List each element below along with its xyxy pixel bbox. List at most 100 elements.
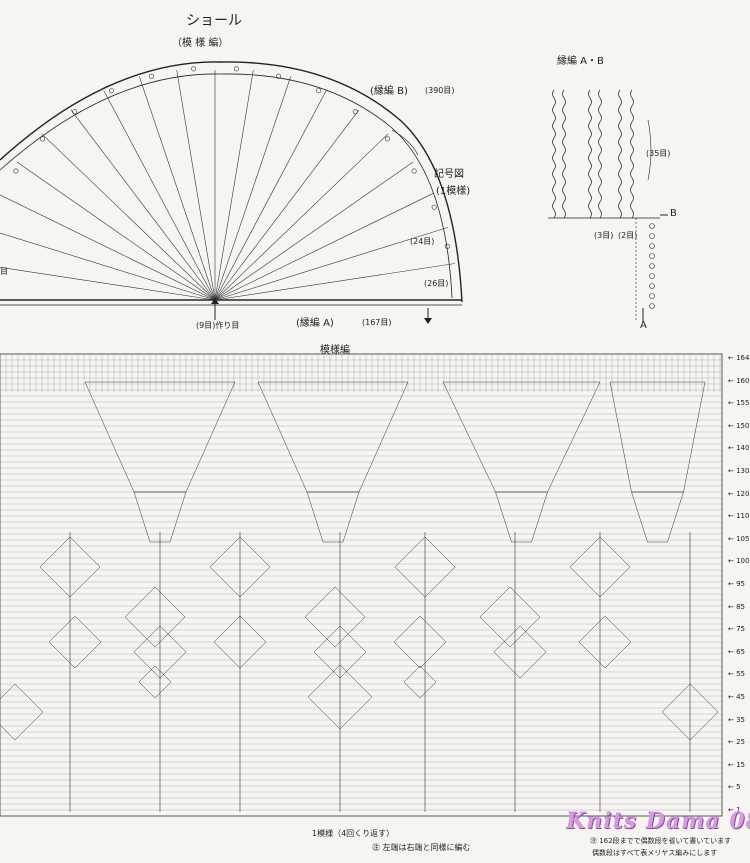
chart-diamond-motif [138, 665, 172, 699]
edge-scallop [149, 73, 155, 79]
chart-top-motif [257, 381, 409, 493]
edging-diagram [548, 89, 668, 322]
chart-row-label: ← 25 [728, 738, 745, 747]
edge-scallop [384, 136, 390, 142]
chart-row-label: ← 120 [728, 489, 750, 498]
note-right-1: ㊟ 162段までで偶数段を省いて書いています [590, 837, 732, 845]
note-right-2: 偶数段はすべて表メリヤス編みにします [592, 849, 718, 857]
edging-marker-b: B [670, 208, 677, 219]
watermark-logo: Knits Dama 082 [566, 808, 750, 834]
edge-scallop [72, 109, 78, 115]
edge-scallop [191, 66, 197, 72]
shawl-spoke [103, 90, 216, 301]
edging-chain-loop [649, 233, 655, 239]
shawl-spoke [214, 193, 434, 301]
edging-chain-loop [649, 283, 655, 289]
symbol-label-1: 記号図 [434, 169, 464, 180]
chart-row-label: ← 110 [728, 512, 750, 521]
edging-rows: (35目) [646, 149, 671, 158]
shawl-diagram [0, 61, 463, 324]
chart-diamond-motif [304, 586, 366, 648]
edging-2: (2目) [618, 231, 638, 240]
chart-diamond-motif [493, 625, 547, 679]
chart-top-motif [609, 381, 706, 493]
edge-scallop [13, 168, 19, 174]
chart-row-label: ← 150 [728, 421, 750, 430]
chart-row-label: ← 95 [728, 580, 745, 588]
chart-diamond-motif [0, 683, 44, 741]
row-26-label: (26目) [424, 279, 449, 288]
chart-top-motif [84, 381, 236, 493]
edge-scallop [431, 204, 437, 210]
edge-scallop [316, 88, 322, 94]
shawl-spoke [0, 194, 216, 301]
shawl-spoke [41, 133, 216, 301]
edging-marker-a: A [640, 320, 647, 331]
shawl-spoke [214, 76, 291, 301]
edging-chain-loop [649, 243, 655, 249]
chart-row-label: ← 100 [728, 557, 750, 566]
chart-row-label: ← 45 [728, 693, 745, 701]
repeat-note: 1模様（4回くり返す） [312, 829, 395, 838]
edging-column [598, 89, 602, 219]
shawl-spoke [214, 69, 254, 301]
edging-column [562, 89, 566, 219]
edge-scallop [39, 136, 45, 142]
chart-diamond-motif [403, 665, 437, 699]
edge-a-label: (縁編 A) [296, 318, 334, 329]
edge-scallop [352, 109, 358, 115]
edge-scallop [233, 66, 239, 72]
stitch-chart [0, 353, 723, 817]
edging-chain-loop [649, 253, 655, 259]
chart-row-label: ← 1 [728, 806, 741, 814]
chart-diamond-motif [48, 615, 102, 669]
cast-on-label: (9目)作り目 [196, 321, 240, 330]
shawl-spoke [214, 161, 414, 301]
edging-chain-loop [649, 223, 655, 229]
chart-row-label: ← 15 [728, 760, 745, 769]
chart-row-label: ← 35 [728, 715, 745, 724]
chart-diamond-motif [124, 586, 186, 648]
chart-diamond-motif [578, 615, 632, 669]
chart-top-motif-lower [306, 491, 360, 543]
chart-row-label: ← 75 [728, 625, 745, 634]
shawl-spoke [214, 133, 389, 301]
edge-b-label: (縁編 B) [370, 86, 408, 97]
chart-title: 模様編 [320, 345, 350, 356]
edging-chain-loop [649, 293, 655, 299]
chart-row-label: ← 105 [728, 534, 750, 543]
chart-diamond-motif [393, 615, 447, 669]
shawl-title: ショール [186, 13, 242, 29]
left-cut-label: 目 [0, 267, 8, 276]
edge-scallop [275, 73, 281, 79]
chart-row-label: ← 164 [728, 354, 750, 362]
chart-row-label: ← 130 [728, 467, 750, 475]
chart-row-label: ← 5 [728, 783, 741, 792]
edging-3: (3目) [594, 231, 614, 240]
shawl-spoke [0, 267, 216, 301]
chart-top-motif [442, 381, 601, 493]
edging-title: 縁編 A・B [557, 56, 604, 67]
shawl-outer-arc [0, 61, 463, 303]
edging-chain-loop [649, 273, 655, 279]
edging-column [630, 89, 634, 219]
edging-chain-loop [649, 263, 655, 269]
chart-top-motif-lower [495, 491, 548, 543]
chart-row-label: ← 155 [728, 399, 750, 408]
shawl-spoke [16, 161, 216, 301]
edge-a-count: (167目) [362, 318, 392, 327]
edge-scallop [108, 88, 114, 94]
chart-top-motif-lower [631, 491, 684, 543]
chart-row-label: ← 140 [728, 444, 750, 453]
symbol-label-2: (1模様) [436, 186, 471, 197]
shawl-subtitle: （模 様 編） [172, 38, 229, 49]
shawl-spoke [70, 109, 216, 301]
edge-scallop [411, 168, 417, 174]
shawl-spoke [176, 69, 216, 301]
chart-row-label: ← 65 [728, 647, 745, 656]
edging-column [552, 89, 556, 219]
note-left: ㊟ 左端は右端と同様に編む [372, 843, 471, 852]
edge-b-count: (390目) [425, 86, 455, 95]
shawl-spoke [214, 263, 456, 301]
shawl-spoke [139, 76, 216, 301]
